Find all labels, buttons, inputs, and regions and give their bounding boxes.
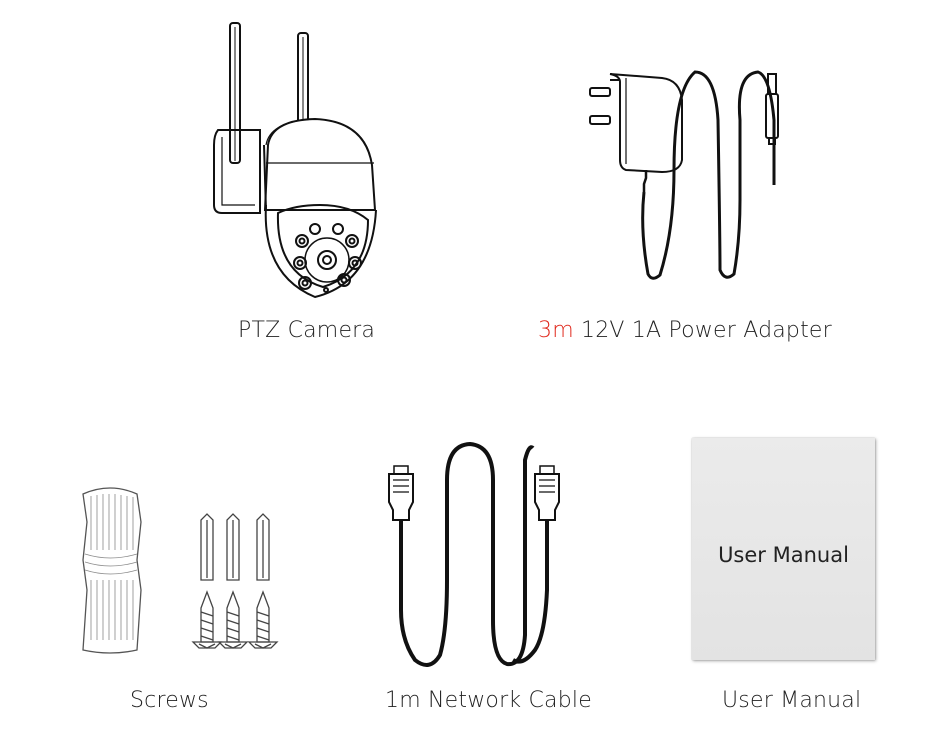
power-adapter-icon xyxy=(589,70,779,280)
power-adapter-caption: 3m 12V 1A Power Adapter xyxy=(538,318,832,343)
network-cable-icon xyxy=(388,441,560,667)
user-manual-icon: User Manual xyxy=(692,438,875,660)
network-cable-caption: 1m Network Cable xyxy=(385,688,592,713)
user-manual-cover-text: User Manual xyxy=(718,543,849,567)
screws-caption: Screws xyxy=(130,688,209,713)
ptz-camera-icon xyxy=(213,22,377,299)
camera-caption: PTZ Camera xyxy=(238,318,376,343)
user-manual-caption: User Manual xyxy=(722,688,862,713)
screws-icon xyxy=(82,487,279,654)
